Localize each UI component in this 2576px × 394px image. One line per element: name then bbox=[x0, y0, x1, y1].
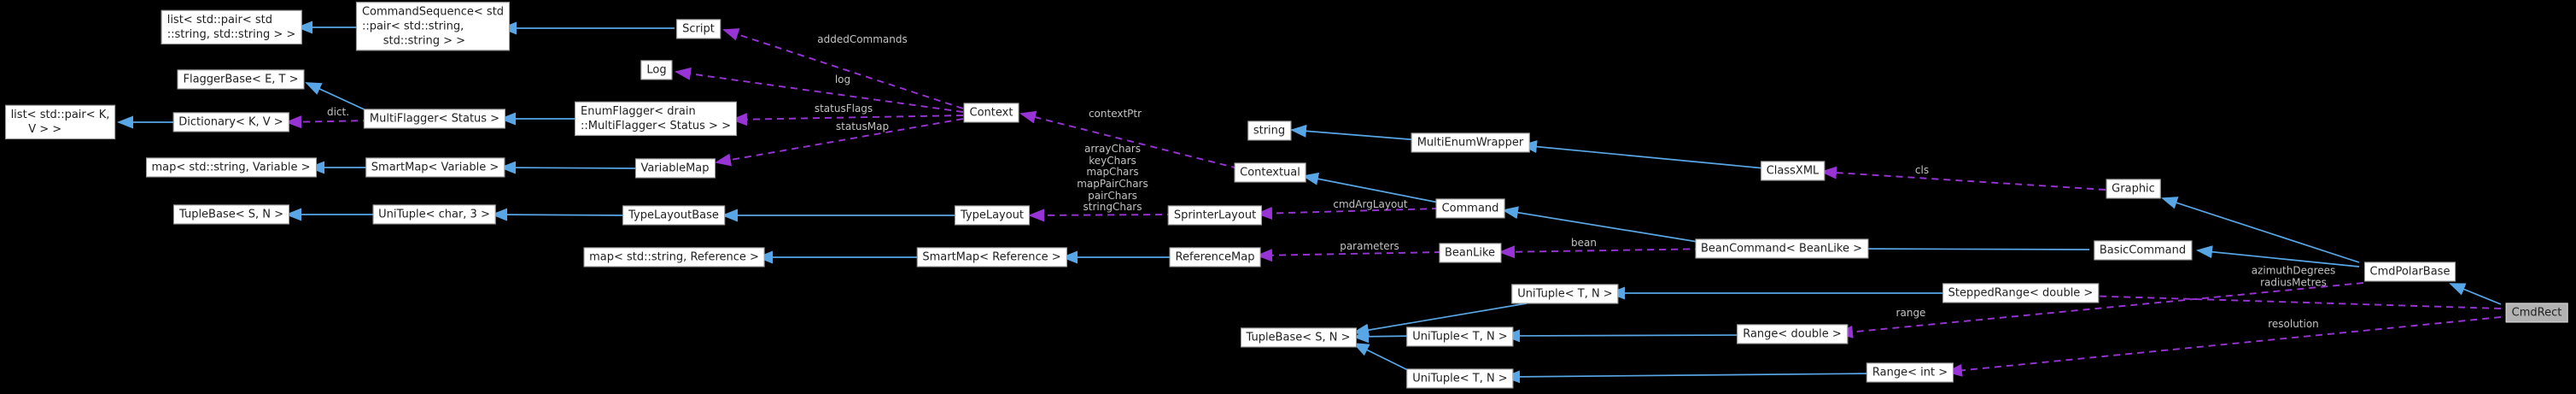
edge-multi-enum-wrapper-to-string bbox=[1290, 124, 1421, 141]
node-map-reference[interactable]: map< std::string, Reference > bbox=[583, 247, 765, 268]
edge-cmd-polar-base-to-basic-command bbox=[2196, 245, 2360, 268]
edge-label-bean-like-to-reference-map: parameters bbox=[1340, 240, 1399, 253]
node-multi-flagger[interactable]: MultiFlagger< Status > bbox=[363, 109, 506, 129]
node-stepped-range[interactable]: SteppedRange< double > bbox=[1942, 282, 2100, 303]
node-command-sequence[interactable]: CommandSequence< std ::pair< std::string… bbox=[355, 2, 511, 51]
edge-bean-command-to-command bbox=[1502, 206, 1714, 245]
edge-label-cmd-rect-to-stepped-range: azimuthDegrees radiusMetres bbox=[2251, 264, 2336, 288]
edge-cmd-polar-base-to-range-double bbox=[1837, 282, 2364, 338]
node-type-layout-base[interactable]: TypeLayoutBase bbox=[622, 205, 725, 226]
edge-label-contextual-to-context: contextPtr bbox=[1088, 108, 1142, 121]
node-script[interactable]: Script bbox=[676, 18, 721, 39]
node-smartmap-reference[interactable]: SmartMap< Reference > bbox=[916, 247, 1067, 268]
node-list-pair-kv[interactable]: list< std::pair< K, V > > bbox=[4, 104, 116, 140]
edge-label-bean-command-to-bean-like: bean bbox=[1571, 237, 1597, 250]
edge-label-sprinter-layout-to-type-layout: arrayChars keyChars mapChars mapPairChar… bbox=[1077, 142, 1148, 214]
edge-context-to-log bbox=[675, 67, 964, 113]
node-sprinter-layout[interactable]: SprinterLayout bbox=[1167, 205, 1263, 226]
edge-range-int-to-unituple-tn-3 bbox=[1504, 370, 1875, 384]
edge-label-context-to-variable-map: statusMap bbox=[835, 121, 890, 133]
node-bean-like[interactable]: BeanLike bbox=[1438, 242, 1502, 263]
node-cmd-polar-base[interactable]: CmdPolarBase bbox=[2363, 261, 2456, 282]
edge-multi-flagger-to-flagger-base bbox=[305, 82, 371, 113]
node-tuple-base-sn-1[interactable]: TupleBase< S, N > bbox=[172, 204, 290, 225]
edge-context-to-variable-map bbox=[715, 118, 964, 167]
edge-unituple-tn-1-to-tuple-base-sn-2 bbox=[1352, 303, 1527, 337]
edge-label-context-to-log: log bbox=[834, 74, 851, 86]
edge-cmd-rect-to-stepped-range bbox=[2082, 290, 2502, 309]
edge-cmd-rect-to-range-int bbox=[1946, 316, 2502, 377]
edge-label-command-to-sprinter-layout: cmdArgLayout bbox=[1333, 198, 1408, 211]
edge-graphic-to-class-xml bbox=[1820, 166, 2106, 191]
edge-range-double-to-unituple-tn-2 bbox=[1504, 329, 1749, 343]
node-context[interactable]: Context bbox=[963, 103, 1019, 123]
edge-unituple-tn-3-to-tuple-base-sn-2 bbox=[1352, 343, 1417, 375]
node-smartmap-variable[interactable]: SmartMap< Variable > bbox=[365, 157, 505, 178]
edge-multi-flagger-to-dictionary bbox=[285, 115, 371, 129]
edge-contextual-to-context bbox=[1019, 110, 1239, 169]
node-basic-command[interactable]: BasicCommand bbox=[2093, 240, 2193, 261]
edge-label-cmd-polar-base-to-range-double: range bbox=[1895, 307, 1926, 320]
node-enum-flagger[interactable]: EnumFlagger< drain ::MultiFlagger< Statu… bbox=[575, 101, 737, 136]
node-bean-command[interactable]: BeanCommand< BeanLike > bbox=[1694, 238, 1869, 259]
node-command[interactable]: Command bbox=[1435, 197, 1505, 219]
node-type-layout[interactable]: TypeLayout bbox=[954, 205, 1031, 226]
edge-label-context-to-enum-flagger: statusFlags bbox=[814, 103, 873, 115]
node-list-pair-string[interactable]: list< std::pair< std ::string, std::stri… bbox=[161, 9, 302, 45]
node-unituple-char3[interactable]: UniTuple< char, 3 > bbox=[372, 204, 496, 225]
node-dictionary[interactable]: Dictionary< K, V > bbox=[172, 112, 289, 132]
node-class-xml[interactable]: ClassXML bbox=[1760, 160, 1825, 181]
node-map-variable[interactable]: map< std::string, Variable > bbox=[145, 157, 317, 178]
node-unituple-tn-2[interactable]: UniTuple< T, N > bbox=[1406, 326, 1514, 347]
node-range-double[interactable]: Range< double > bbox=[1737, 324, 1848, 344]
node-cmd-rect: CmdRect bbox=[2505, 303, 2568, 323]
edge-label-cmd-rect-to-range-int: resolution bbox=[2268, 318, 2319, 331]
edge-command-to-sprinter-layout bbox=[1256, 207, 1440, 221]
node-flagger-base[interactable]: FlaggerBase< E, T > bbox=[177, 69, 305, 90]
edge-bean-command-to-bean-like bbox=[1498, 245, 1714, 259]
node-graphic[interactable]: Graphic bbox=[2106, 178, 2161, 199]
edge-class-xml-to-multi-enum-wrapper bbox=[1521, 140, 1766, 169]
node-string[interactable]: string bbox=[1247, 120, 1292, 141]
node-contextual[interactable]: Contextual bbox=[1234, 162, 1306, 183]
edge-context-to-enum-flagger bbox=[731, 113, 964, 126]
node-unituple-tn-3[interactable]: UniTuple< T, N > bbox=[1406, 368, 1514, 389]
node-reference-map[interactable]: ReferenceMap bbox=[1169, 246, 1261, 268]
edge-basic-command-to-bean-command bbox=[1849, 242, 2090, 256]
edge-label-context-to-script: addedCommands bbox=[817, 33, 908, 46]
edge-label-multi-flagger-to-dictionary: dict. bbox=[326, 106, 350, 119]
node-tuple-base-sn-2[interactable]: TupleBase< S, N > bbox=[1240, 326, 1357, 348]
node-variable-map[interactable]: VariableMap bbox=[634, 158, 716, 179]
node-log[interactable]: Log bbox=[640, 59, 673, 80]
node-multi-enum-wrapper[interactable]: MultiEnumWrapper bbox=[1411, 132, 1530, 153]
edge-context-to-script bbox=[722, 28, 964, 109]
node-range-int[interactable]: Range< int > bbox=[1866, 362, 1954, 383]
node-unituple-tn-1[interactable]: UniTuple< T, N > bbox=[1511, 283, 1619, 304]
edge-label-graphic-to-class-xml: cls bbox=[1914, 164, 1930, 177]
edge-bean-like-to-reference-map bbox=[1256, 249, 1442, 262]
edge-cmd-polar-base-to-graphic bbox=[2161, 197, 2360, 263]
edge-cmd-rect-to-cmd-polar-base bbox=[2449, 283, 2502, 305]
edge-command-to-contextual bbox=[1302, 172, 1440, 203]
edge-unituple-tn-2-to-tuple-base-sn-2 bbox=[1352, 330, 1417, 344]
